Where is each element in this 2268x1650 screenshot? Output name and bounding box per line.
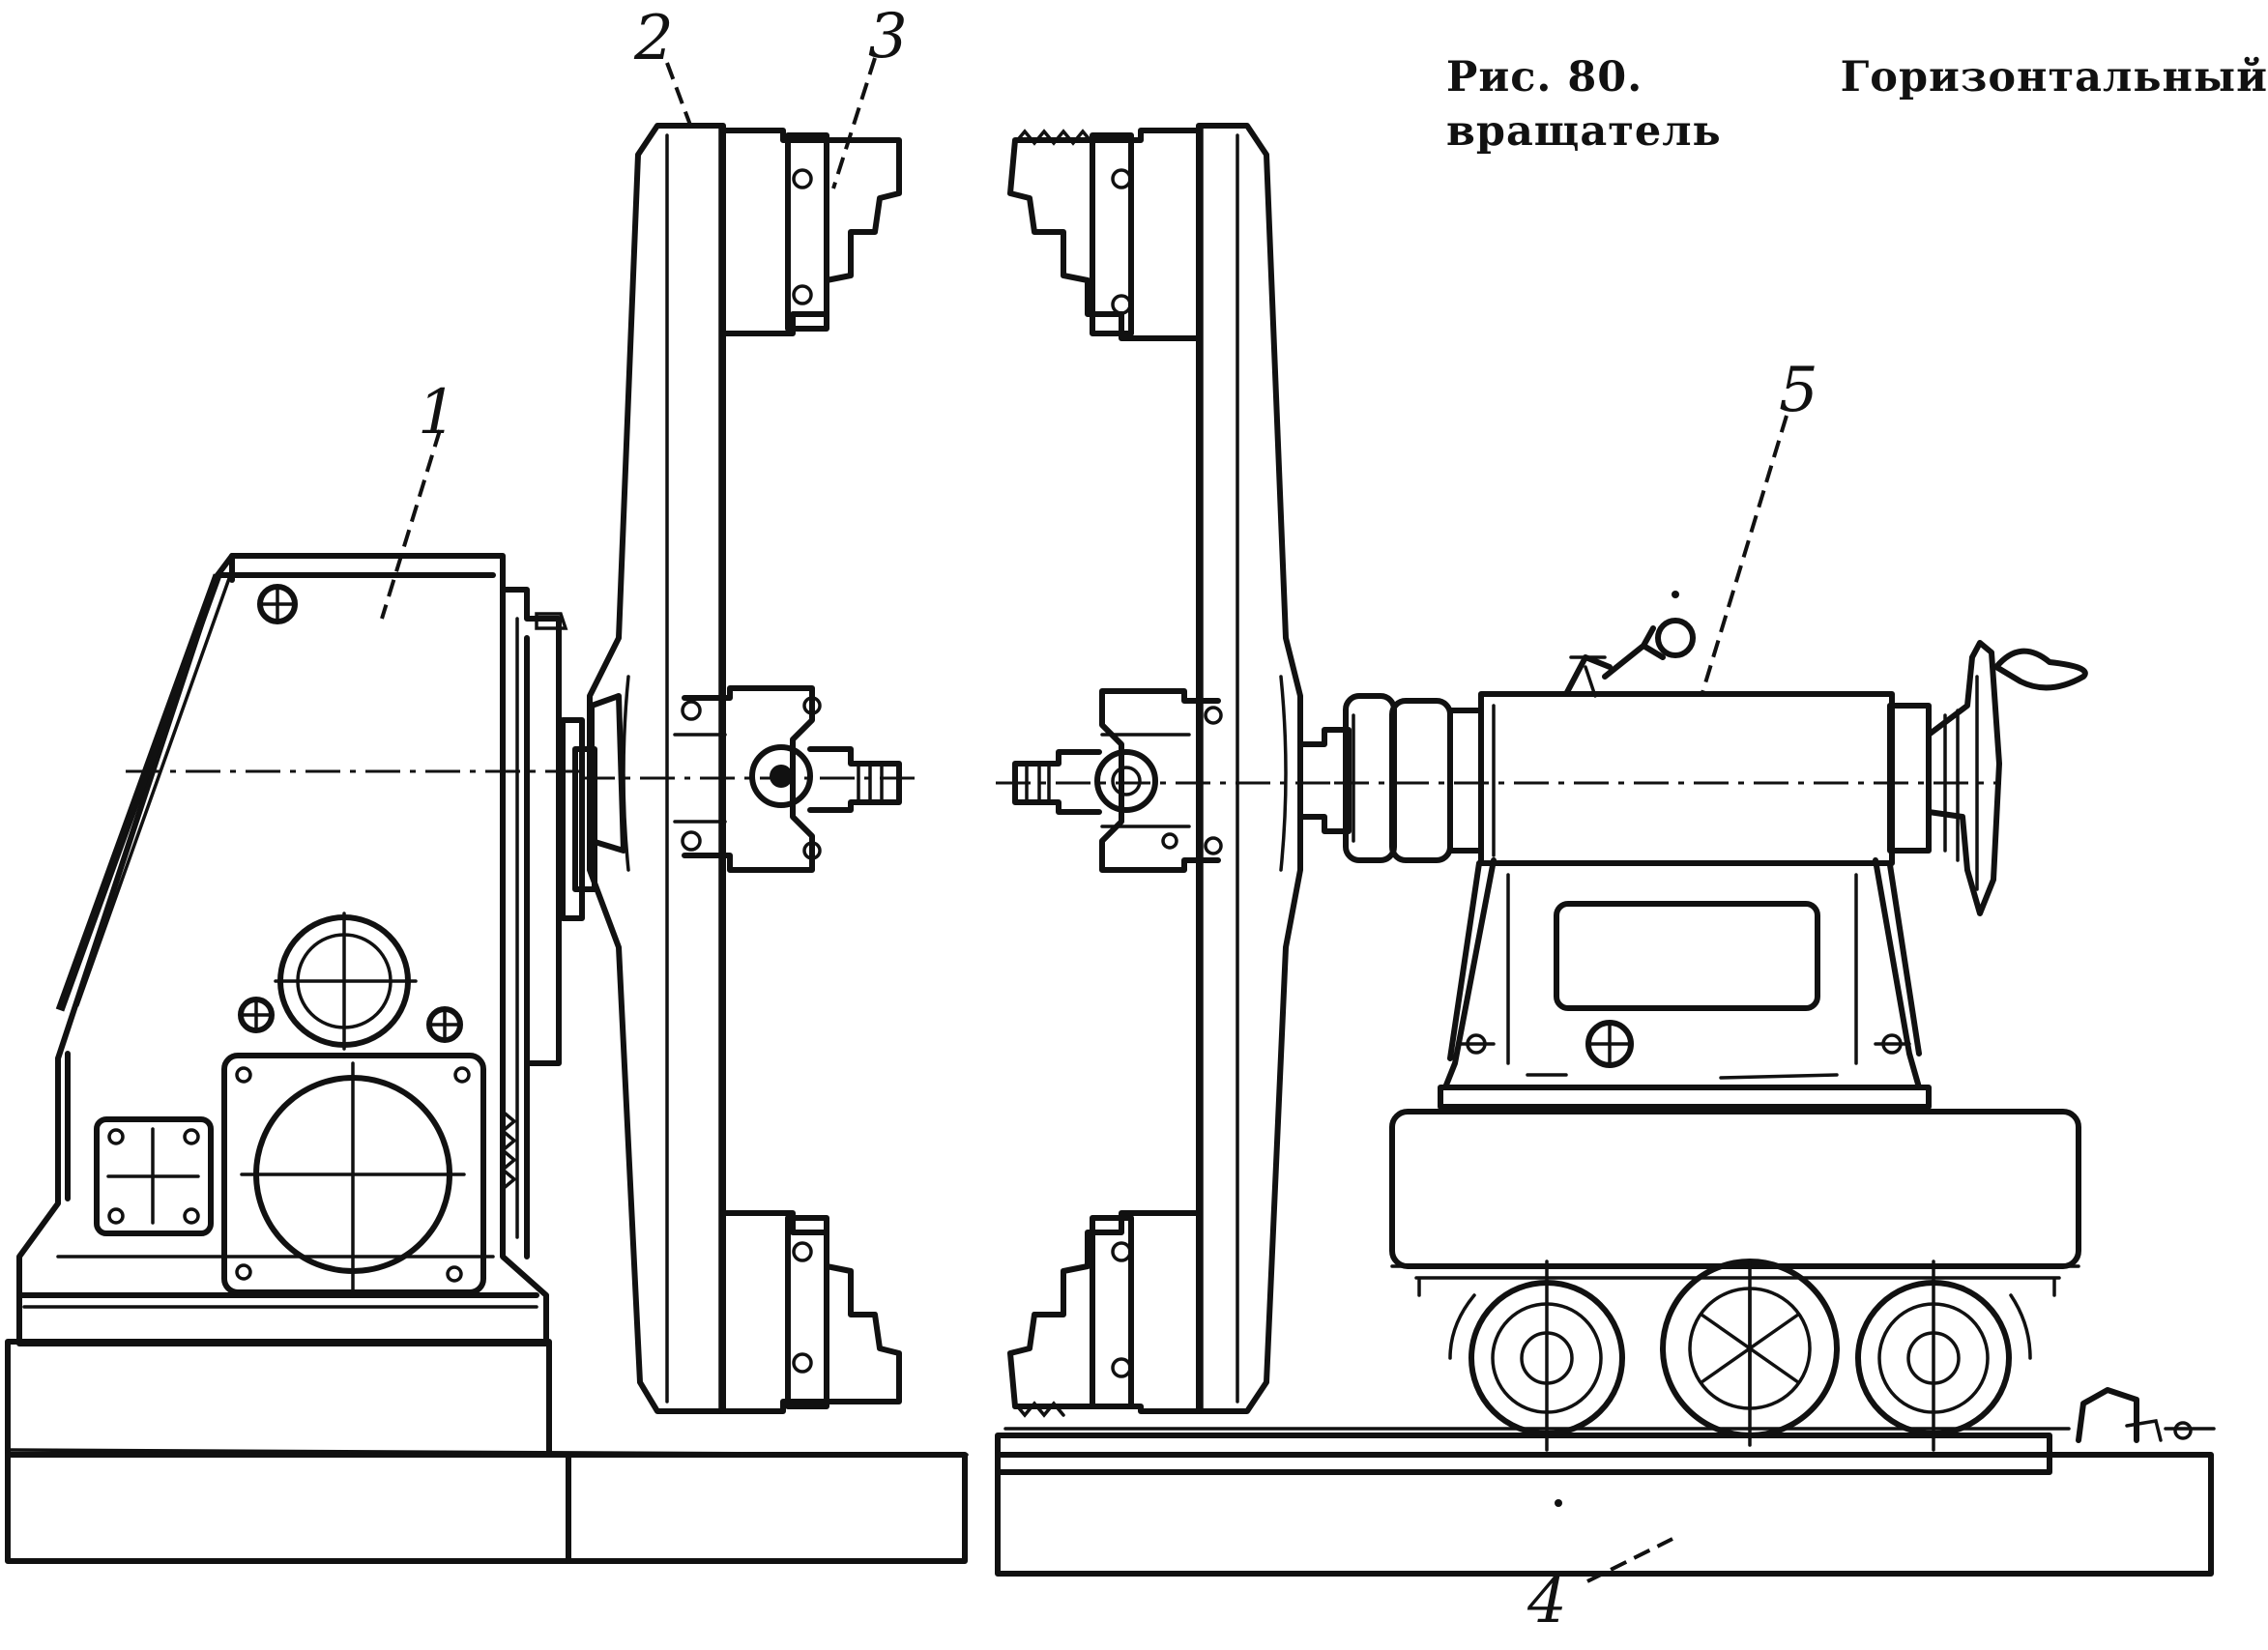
- figure-title-line1: Горизонтальный: [1840, 53, 2268, 101]
- right-faceplate: [996, 123, 1334, 1414]
- figure-caption: Рис. 80. Горизонтальный вращатель: [1446, 50, 2268, 159]
- right-base-rail: [995, 1387, 2216, 1577]
- callout-3: 3: [868, 1, 908, 72]
- callout-1: 1: [418, 377, 457, 449]
- figure-number: Рис. 80.: [1446, 53, 1643, 101]
- right-jaws: [1007, 128, 1223, 1418]
- left-faceplate: [580, 123, 918, 1414]
- left-base-plate: [5, 1339, 969, 1564]
- left-jaws: [673, 128, 902, 1414]
- figure-title-line2: вращатель: [1446, 107, 1722, 156]
- callout-2: 2: [634, 3, 674, 74]
- leader-lines: [380, 57, 1788, 1583]
- callout-5: 5: [1779, 355, 1818, 426]
- headstock-housing: [16, 553, 597, 1346]
- callout-4: 4: [1527, 1566, 1567, 1637]
- tailstock-unit: [1297, 591, 2088, 1452]
